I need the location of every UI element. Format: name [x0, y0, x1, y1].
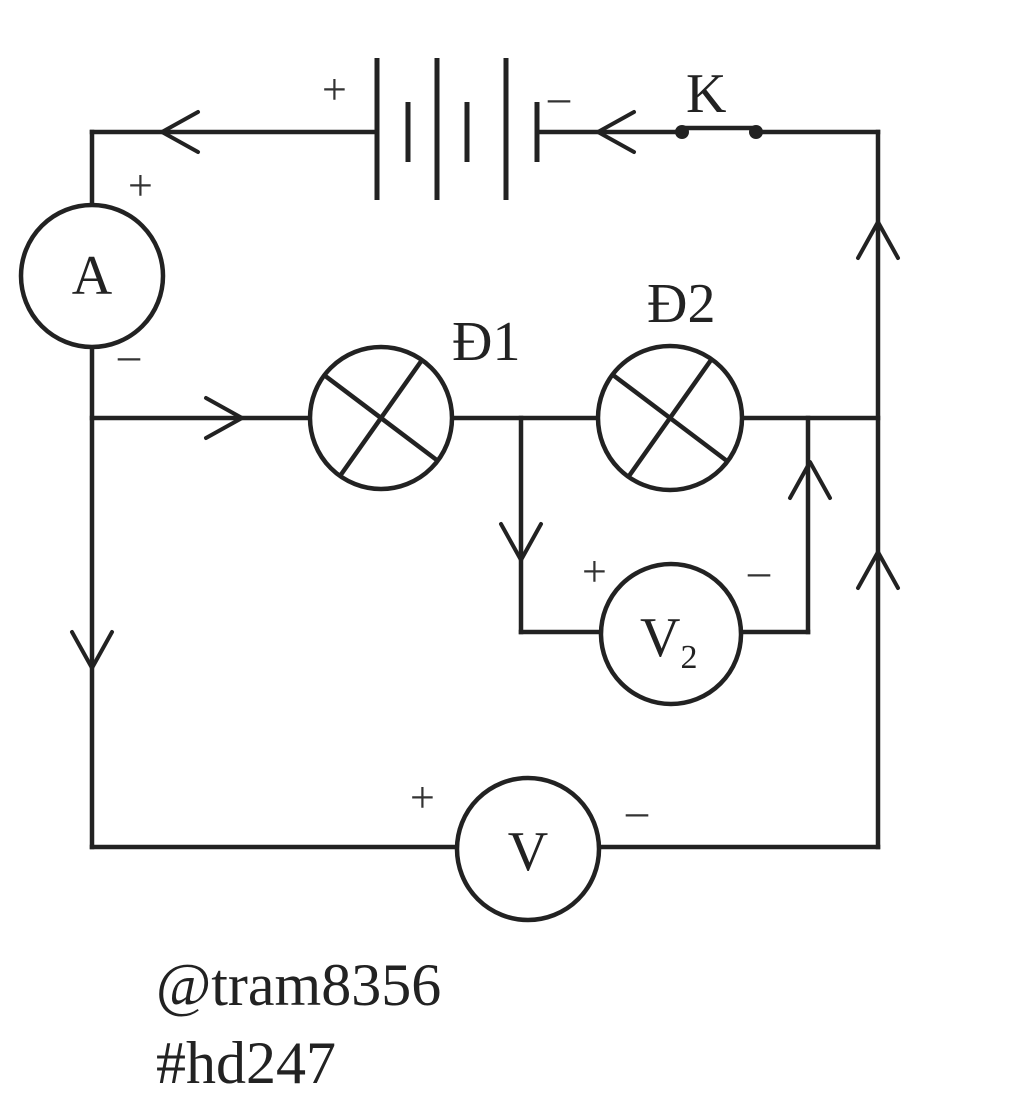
- current-arrow-v2-down: [499, 522, 543, 562]
- voltmeter-v-minus-sign: –: [625, 787, 649, 836]
- hashtag-watermark: #hd247: [156, 1030, 336, 1096]
- author-watermark: @tram8356: [156, 952, 442, 1018]
- ammeter: [18, 202, 166, 350]
- current-arrow-top-right: [596, 110, 636, 154]
- voltmeter-v2-subscript: 2: [680, 639, 697, 676]
- current-arrow-left-down: [70, 630, 114, 670]
- voltmeter-v: [454, 775, 602, 923]
- switch-label: K: [686, 63, 726, 125]
- battery: [374, 58, 540, 200]
- ammeter-minus-sign: –: [117, 331, 141, 380]
- voltmeter-v2-plus-sign: +: [582, 547, 607, 596]
- ammeter-label: A: [72, 245, 113, 307]
- voltmeter-v2-label: V2: [640, 607, 697, 676]
- battery-plus-sign: +: [322, 65, 347, 114]
- voltmeter-v-label: V: [508, 821, 548, 883]
- bulb-d2-label: Đ2: [647, 273, 715, 335]
- current-arrow-middle-right: [204, 396, 244, 440]
- voltmeter-v2: [598, 561, 744, 707]
- bulb-d1: [307, 344, 455, 492]
- current-arrow-right-upper: [856, 220, 900, 260]
- voltmeter-v-plus-sign: +: [410, 773, 435, 822]
- battery-minus-sign: –: [547, 73, 571, 122]
- current-arrow-right-lower: [856, 550, 900, 590]
- current-arrow-v2-up: [788, 460, 832, 500]
- ammeter-plus-sign: +: [128, 161, 153, 210]
- bulb-d1-label: Đ1: [452, 311, 520, 373]
- voltmeter-v2-letter: V: [640, 607, 680, 669]
- voltmeter-v2-minus-sign: –: [747, 547, 771, 596]
- voltmeter2-branch-wire: [518, 415, 811, 635]
- switch-k: [675, 125, 763, 139]
- bulb-d2: [595, 343, 745, 493]
- current-arrow-top-left: [160, 110, 200, 154]
